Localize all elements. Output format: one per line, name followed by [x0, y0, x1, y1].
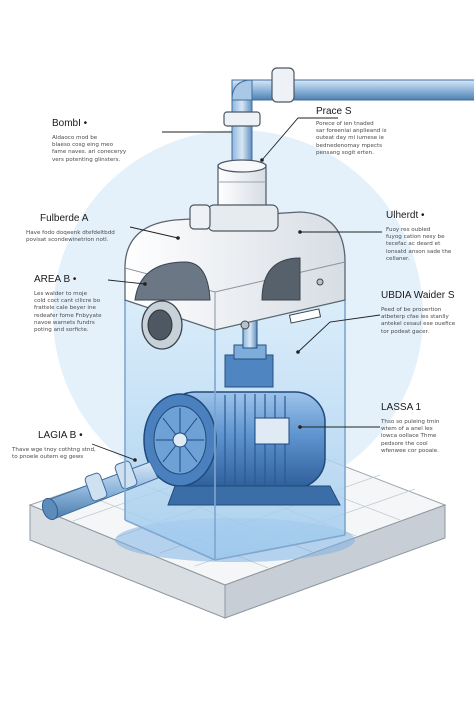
label-ubdia: UBDIA Waider S Peed of be prooertion atb… [381, 290, 469, 336]
label-lagia-title: LAGIA B • [38, 430, 83, 441]
label-fulberde: Fulberde A Have fodo doqeenk dtefdeltbdd… [26, 213, 166, 244]
label-lassa-title: LASSA 1 [381, 402, 422, 413]
motor-nameplate [254, 417, 290, 445]
enclosure-frame [124, 300, 346, 561]
label-area-b-title: AREA B • [34, 274, 77, 285]
label-bombi-title: BombI • [52, 118, 88, 129]
leader-lines [91, 117, 382, 461]
label-lassa-desc: Thso so puleing tmin wtem of a anel lex … [381, 419, 440, 454]
label-fulberde-title: Fulberde A [40, 213, 89, 224]
label-lagia: LAGIA B • Thave wge tnoy cothtng stnd, t… [12, 430, 122, 461]
inlet-pipe [41, 460, 159, 521]
label-lassa: LASSA 1 Thso so puleing tmin wtem of a a… [381, 402, 467, 455]
pump-housing [124, 211, 346, 350]
label-area-b: AREA B • Les walder to moje cold coct ca… [34, 274, 134, 334]
label-prace-desc: Porece of ien tnaded sar foreeniai anpli… [316, 121, 387, 156]
outlet-pipe [189, 67, 474, 232]
label-ubdia-desc: Peed of be prooertion atbeterp cfae ies … [381, 307, 456, 335]
label-lagia-desc: Thave wge tnoy cothtng stnd, to pnoele o… [12, 447, 96, 461]
label-fulberde-desc: Have fodo doqeenk dtefdeltbdd povisat sc… [26, 230, 115, 244]
label-prace: Prace S Porece of ien tnaded sar foreeni… [316, 106, 436, 157]
label-ubdia-title: UBDIA Waider S [381, 290, 455, 301]
pump-motor [143, 299, 341, 506]
label-area-b-desc: Les walder to moje cold coct cant cilicr… [34, 291, 102, 334]
label-bombi-desc: Aldaoco mod be blaeso cosg eing meo fame… [52, 135, 127, 163]
label-ulherdt-desc: Fuoy res oubled fuyog cation nesy be tec… [386, 227, 452, 262]
label-prace-title: Prace S [316, 106, 352, 117]
label-ulherdt: Ulherdt • Fuoy res oubled fuyog cation n… [386, 210, 470, 263]
leader-dots [133, 158, 302, 462]
label-bombi: BombI • Aldaoco mod be blaeso cosg eing … [52, 118, 168, 164]
label-ulherdt-title: Ulherdt • [386, 210, 425, 221]
